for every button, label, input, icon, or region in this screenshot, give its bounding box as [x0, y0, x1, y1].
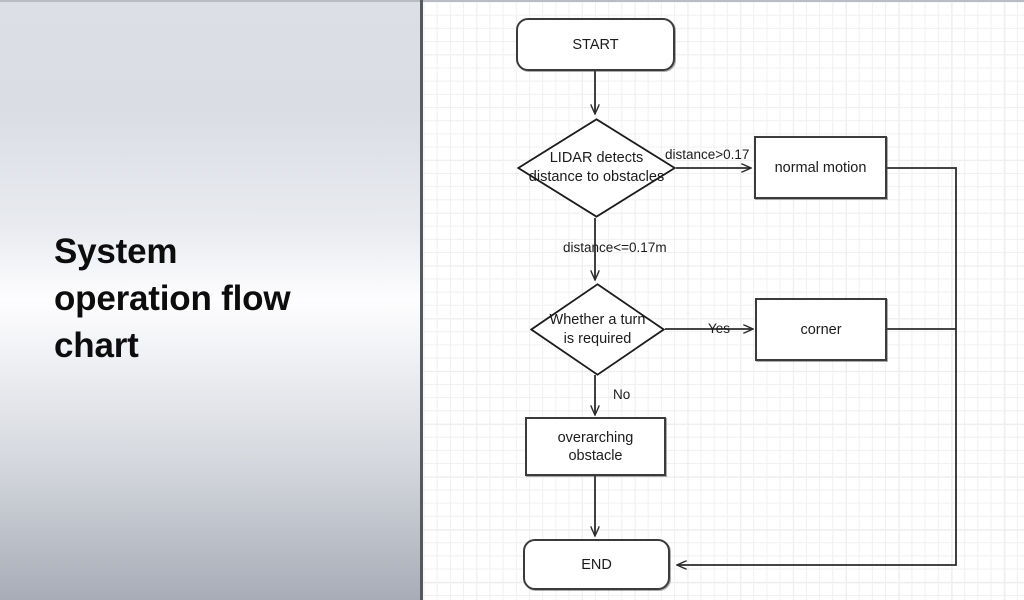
node-overarching-obstacle[interactable]: overarching obstacle: [525, 417, 666, 476]
edge-label-distance-gt: distance>0.17: [665, 147, 750, 162]
node-normal-motion-label: normal motion: [774, 159, 867, 176]
flowchart-canvas: START LIDAR detects distance to obstacle…: [423, 0, 1024, 600]
canvas-top-border: [423, 0, 1024, 2]
node-normal-motion[interactable]: normal motion: [754, 136, 887, 199]
diamond-shape-lidar: [517, 118, 676, 218]
node-start-label: START: [572, 36, 619, 53]
node-corner-label: corner: [800, 321, 842, 338]
node-end-label: END: [581, 556, 612, 573]
panel-divider: [420, 0, 423, 600]
node-end[interactable]: END: [523, 539, 670, 590]
title-panel-top-border: [0, 0, 422, 2]
title-panel: System operation flow chart: [0, 0, 422, 600]
page-title: System operation flow chart: [54, 232, 291, 365]
edge-label-yes: Yes: [708, 321, 731, 336]
node-lidar-decision[interactable]: LIDAR detects distance to obstacles: [517, 118, 676, 218]
node-overarching-obstacle-label: overarching obstacle: [557, 429, 634, 464]
edge-label-no: No: [613, 387, 631, 402]
node-corner[interactable]: corner: [755, 298, 887, 361]
node-start[interactable]: START: [516, 18, 675, 71]
edge-label-distance-lte: distance<=0.17m: [563, 240, 667, 255]
node-turn-decision[interactable]: Whether a turn is required: [530, 283, 665, 376]
flowchart-edges: [423, 71, 957, 600]
edge-normal-to-end: [677, 167, 957, 565]
diamond-shape-turn: [530, 283, 665, 376]
